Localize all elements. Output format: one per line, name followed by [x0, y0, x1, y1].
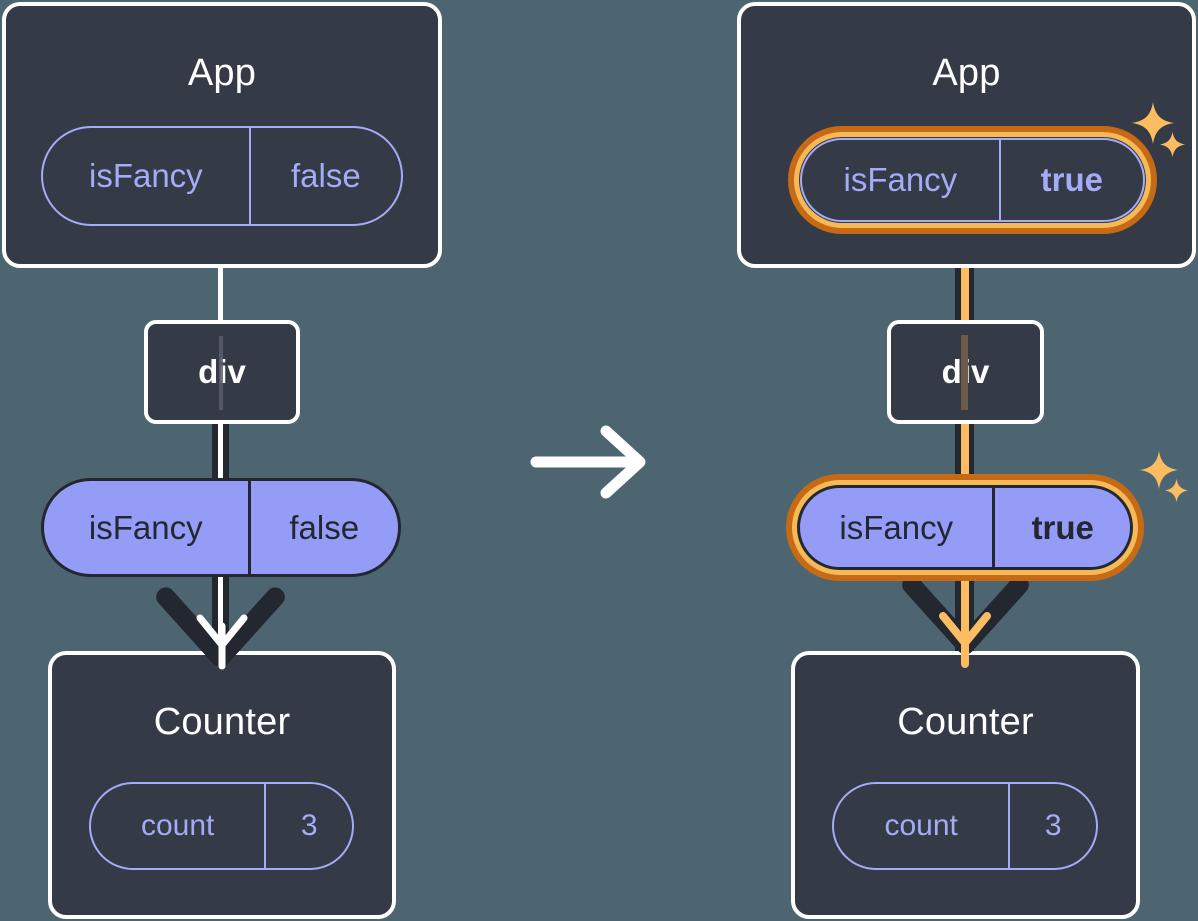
passed-prop-name-after: isFancy — [839, 508, 954, 546]
app-prop-name-before: isFancy — [88, 157, 203, 194]
app-prop-pill-after: isFancy true — [800, 138, 1145, 222]
connector-div-to-prop-inner-after — [961, 418, 969, 486]
counter-prop-name-before: count — [140, 809, 215, 842]
counter-prop-pill-before: count 3 — [89, 782, 354, 870]
connector-inside-div-before — [219, 336, 223, 410]
sparkle-icon-large-app-after — [1132, 102, 1174, 144]
passed-prop-pill-before: isFancy false — [41, 478, 401, 577]
counter-prop-value-before: 3 — [264, 784, 352, 868]
counter-title-before: Counter — [153, 701, 291, 743]
counter-prop-value-after: 3 — [1008, 784, 1096, 868]
counter-title-after: Counter — [897, 701, 1034, 743]
connector-inside-div-after — [961, 335, 968, 410]
sparkle-icon-large-prop-after — [1139, 450, 1179, 490]
transition-arrow-icon — [530, 425, 646, 499]
connector-prop-to-counter-inner-before — [218, 560, 223, 652]
sparkle-icon-small-prop-after — [1164, 478, 1189, 503]
connector-app-to-div-before — [218, 262, 223, 326]
app-component-box-after — [737, 2, 1196, 268]
connector-prop-to-counter-inner-after — [961, 556, 969, 652]
counter-prop-pill-after: count 3 — [832, 782, 1098, 870]
arrowhead-inner-before — [196, 614, 248, 670]
app-title-before: App — [187, 52, 257, 94]
passed-prop-name-before: isFancy — [88, 508, 203, 546]
arrowhead-inner-after — [939, 612, 991, 668]
app-prop-pill-before: isFancy false — [41, 126, 403, 226]
passed-prop-pill-after: isFancy true — [797, 485, 1133, 570]
passed-prop-value-after: true — [992, 488, 1130, 567]
connector-app-to-div-inner-after — [961, 215, 969, 330]
passed-prop-value-before: false — [247, 481, 398, 574]
sparkle-icon-small-app-after — [1160, 132, 1185, 157]
app-prop-name-after: isFancy — [843, 161, 958, 198]
app-title-after: App — [932, 52, 1001, 94]
counter-prop-name-after: count — [884, 809, 958, 842]
app-prop-value-after: true — [998, 140, 1143, 220]
connector-div-to-prop-inner-before — [218, 418, 223, 486]
app-prop-value-before: false — [248, 128, 401, 224]
